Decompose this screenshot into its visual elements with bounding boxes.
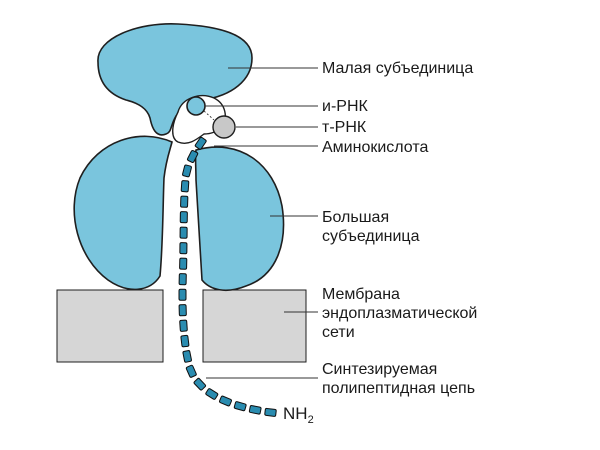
label-small-subunit: Малая субъединица [322, 60, 474, 77]
nh2-main: NH [283, 404, 308, 423]
amino-acid-bead [179, 211, 188, 224]
membrane-right [202, 289, 307, 363]
amino-acid-bead [179, 242, 188, 255]
amino-acid-bead [178, 304, 187, 317]
amino-acid-bead [179, 319, 188, 332]
label-large-subunit-line1: Большая [322, 209, 390, 226]
label-membrane-line2: эндоплазматической [322, 305, 478, 322]
label-large-subunit-line2: субъединица [322, 228, 420, 245]
membrane-left [56, 289, 164, 363]
label-mrna: и-РНК [322, 98, 368, 115]
amino-acid-bead [178, 273, 187, 286]
mrna-bead [186, 96, 206, 116]
nh2-terminus-label: NH2 [283, 404, 314, 430]
amino-acid-bead [180, 180, 190, 193]
amino-acid-bead [182, 164, 192, 178]
amino-acid-bead [180, 334, 190, 348]
amino-acid-bead [193, 377, 207, 391]
amino-acid-bead [179, 257, 188, 270]
label-membrane-line3: сети [322, 324, 355, 341]
large-subunit-right-lobe [194, 146, 285, 292]
polypeptide-chain [178, 136, 277, 417]
label-polypeptide-line1: Синтезируемая [322, 361, 438, 378]
nh2-subscript: 2 [307, 414, 314, 426]
trna-bead [212, 115, 236, 139]
amino-acid-bead [180, 195, 189, 208]
label-membrane-line1: Мембрана [322, 286, 400, 303]
amino-acid-bead [185, 364, 197, 378]
amino-acid-bead [233, 401, 247, 412]
label-amino-acid: Аминокислота [322, 139, 429, 156]
amino-acid-bead [178, 288, 187, 301]
amino-acid-bead [264, 407, 277, 417]
leader-lines [204, 67, 318, 379]
amino-acid-bead [205, 388, 219, 400]
amino-acid-bead [248, 405, 262, 415]
large-subunit-left-lobe [73, 135, 173, 291]
amino-acid-bead [182, 350, 192, 363]
amino-acid-bead [187, 150, 199, 163]
label-polypeptide-line2: полипептидная цепь [322, 380, 476, 397]
amino-acid-bead [194, 136, 207, 150]
amino-acid-bead [179, 226, 188, 239]
label-trna: т-РНК [322, 119, 367, 136]
amino-acid-bead [219, 395, 232, 407]
